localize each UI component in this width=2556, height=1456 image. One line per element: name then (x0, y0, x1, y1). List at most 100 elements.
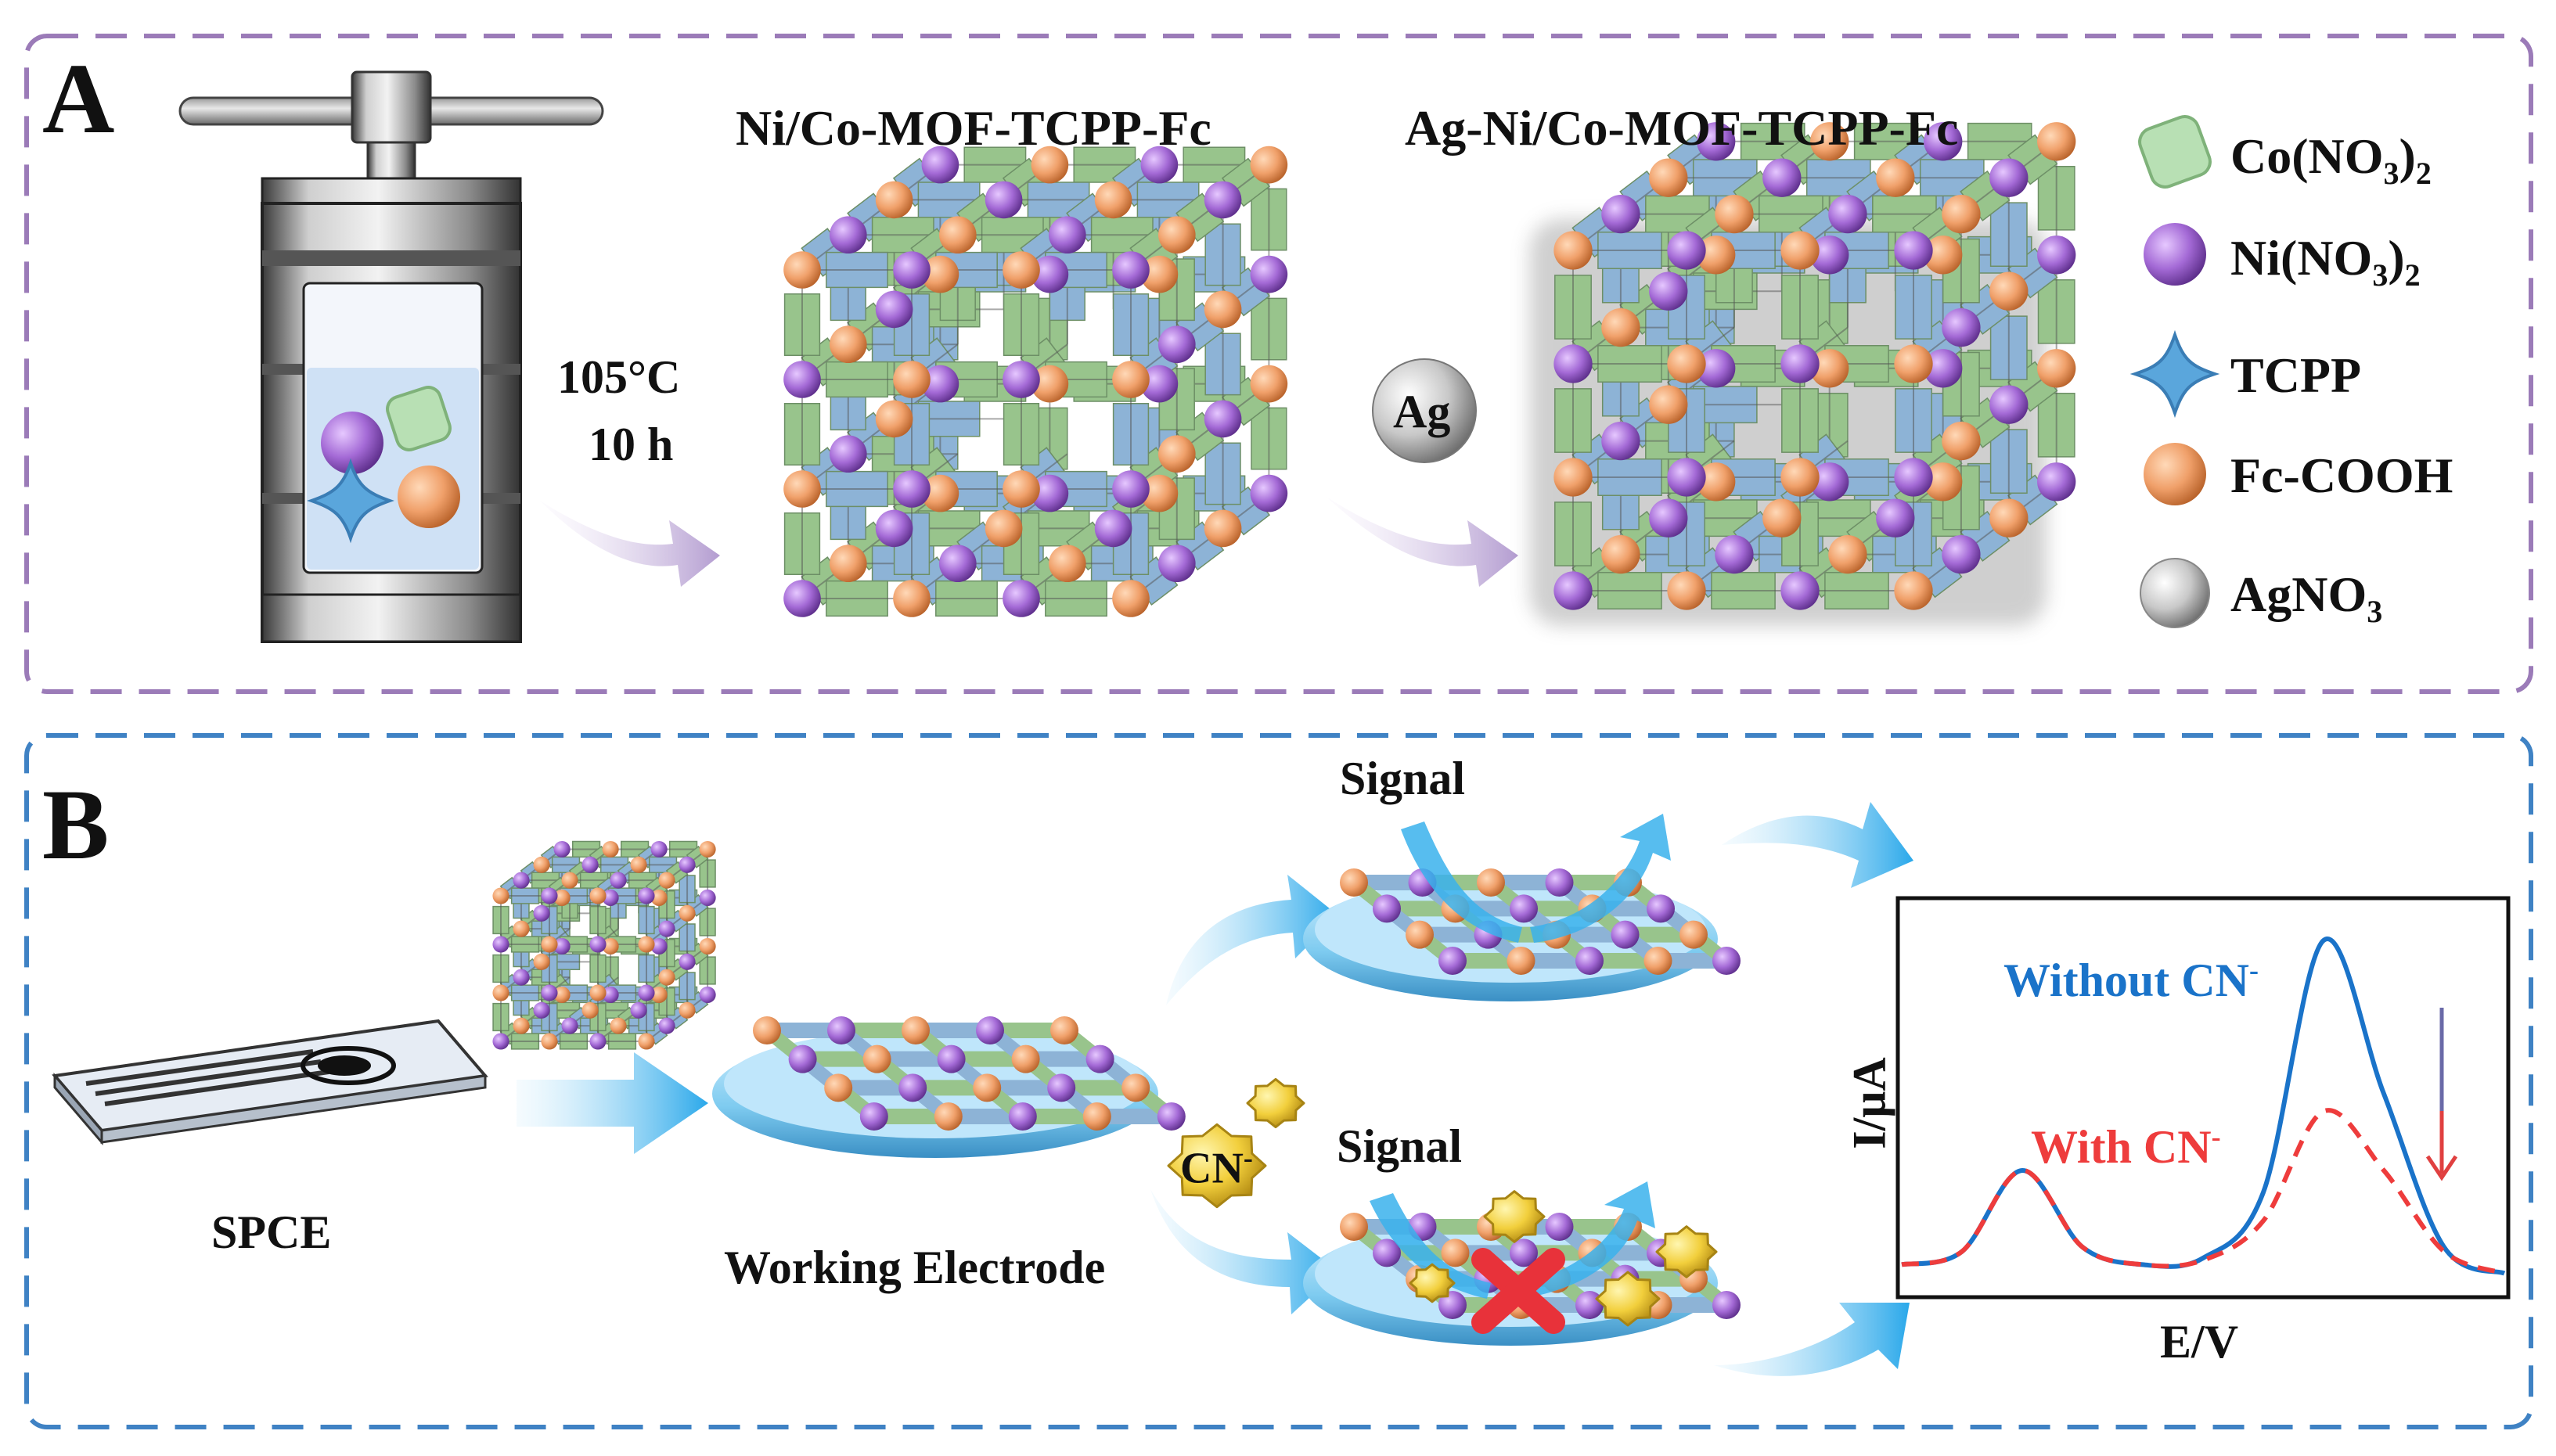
ni-node (2037, 462, 2076, 502)
fc-node (1140, 255, 1179, 293)
fc-node (1697, 235, 1736, 275)
fc-node (658, 969, 675, 986)
ni-node (1510, 1238, 1538, 1267)
fc-node (1649, 158, 1688, 197)
ni-node (1667, 458, 1706, 497)
purple-sphere-icon (2144, 223, 2206, 286)
ni-node (783, 361, 821, 398)
ni-node (939, 545, 977, 582)
arrow-top-to-plot (1722, 802, 1913, 888)
ni-node (638, 984, 655, 1001)
fc-node (602, 937, 619, 955)
green-cube-icon (2138, 115, 2212, 189)
ni-node (1003, 361, 1040, 398)
ni-node (513, 872, 530, 889)
ni-node (533, 1001, 550, 1019)
ni-node (1140, 365, 1179, 403)
ni-node (830, 216, 867, 254)
fc-node (985, 509, 1023, 548)
ni-node (1008, 1102, 1037, 1131)
ni-node (921, 146, 959, 184)
fc-node (1441, 1238, 1470, 1267)
fc-node (1780, 231, 1820, 270)
ni-node (1049, 216, 1086, 254)
fc-node (650, 889, 668, 907)
flow-arrow-2 (1327, 497, 1518, 587)
without-cn-label: Without CN- (2003, 954, 2259, 1006)
fc-node (1250, 365, 1288, 403)
ni-node (1601, 194, 1640, 234)
ni-node (1828, 194, 1867, 234)
condition-temp: 105°C (557, 351, 681, 403)
fc-node (1031, 365, 1069, 403)
ni-node (1649, 271, 1688, 311)
ni-node (1510, 894, 1538, 923)
ni-node (1250, 255, 1288, 293)
fc-node (1082, 1102, 1111, 1131)
ni-node (1438, 1291, 1467, 1319)
working-electrode-mof (753, 1016, 1186, 1131)
fc-node (893, 361, 931, 398)
fc-node (1643, 947, 1672, 975)
plot-ylabel: I/μA (1843, 1057, 1895, 1149)
fc-node (533, 856, 550, 873)
legend-item-tcpp: TCPP (2230, 347, 2362, 403)
fc-node (650, 986, 668, 1004)
ni-node (1924, 349, 1963, 388)
autoclave-icon (178, 70, 604, 643)
ni-node (1667, 231, 1706, 270)
ni-node (921, 365, 959, 403)
fc-node (1140, 474, 1179, 512)
ni-node (1989, 158, 2029, 197)
ni-node (1810, 235, 1849, 275)
ni-node (699, 986, 716, 1004)
fc-node (875, 181, 913, 219)
fc-node (753, 1016, 781, 1044)
ni-node (541, 887, 558, 904)
ni-node (610, 872, 627, 889)
fc-node (513, 1017, 530, 1034)
signal-out-arrow-top (1530, 814, 1671, 943)
ni-node (1112, 251, 1150, 289)
ni-node (1373, 1238, 1401, 1267)
ni-node (492, 1033, 509, 1050)
arrow-bottom-to-plot (1714, 1303, 1910, 1376)
fc-node (589, 984, 607, 1001)
fc-node (1477, 868, 1505, 897)
fc-node (939, 216, 977, 254)
fc-node (1003, 470, 1040, 508)
legend-item-agno3: AgNO3 (2230, 566, 2383, 629)
ni-node (561, 1017, 578, 1034)
ni-node (1158, 545, 1196, 582)
ni-node (1762, 158, 1802, 197)
gray-sphere-icon (2140, 558, 2210, 628)
series-without-cn-line (1901, 937, 2506, 1276)
ni-node (679, 953, 696, 970)
ni-node (859, 1102, 888, 1131)
fc-node (1406, 920, 1434, 949)
ni-node (1140, 146, 1179, 184)
fc-node (1011, 1044, 1040, 1073)
ni-node (1047, 1073, 1076, 1102)
ni-node (788, 1044, 817, 1073)
fc-node (1810, 122, 1849, 161)
fc-node (610, 1017, 627, 1034)
cn-label: CN- (1180, 1142, 1253, 1193)
fc-node (1989, 498, 2029, 537)
cyanide-blob (1655, 1225, 1718, 1278)
ni-node (1712, 947, 1741, 975)
fc-node (602, 840, 619, 858)
fc-node (973, 1073, 1002, 1102)
fc-node (830, 545, 867, 582)
ni-node (1942, 534, 1981, 574)
orange-sphere-icon (2144, 443, 2206, 505)
panel-b-border (24, 733, 2533, 1429)
ni-node (1942, 307, 1981, 347)
fc-node (638, 1033, 655, 1050)
plot-frame (1895, 896, 2511, 1300)
fc-node (513, 920, 530, 937)
fc-node (1942, 421, 1981, 461)
fc-node (1894, 571, 1933, 610)
panel-a-border (24, 34, 2533, 694)
cyanide-blob (1409, 1263, 1456, 1303)
